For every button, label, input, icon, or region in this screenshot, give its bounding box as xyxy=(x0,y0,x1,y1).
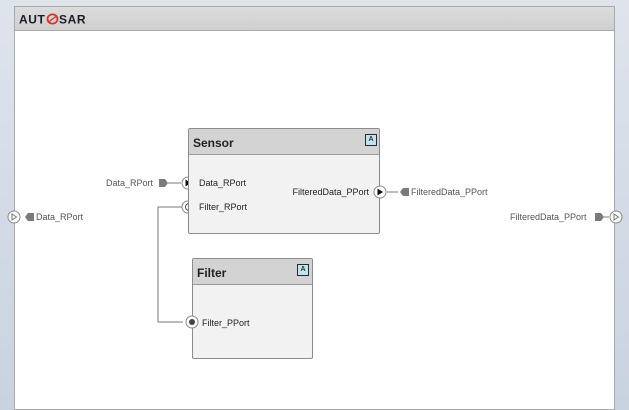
inner-out-stub-icon xyxy=(400,188,409,196)
boundary-out-stub-icon xyxy=(595,213,604,221)
svg-text:AUT: AUT xyxy=(19,13,46,27)
inner-out-port-label[interactable]: FilteredData_PPort xyxy=(411,187,488,197)
sensor-component-title: Sensor xyxy=(193,136,234,150)
filter-server-pport-icon[interactable] xyxy=(185,315,199,329)
svg-text:SAR: SAR xyxy=(59,13,86,27)
sensor-filtereddata-pport-icon[interactable] xyxy=(373,185,387,199)
inner-in-stub-icon xyxy=(159,179,168,187)
sensor-atomic-badge-icon: A xyxy=(365,134,377,146)
filter-component-header: Filter A xyxy=(193,259,312,285)
sensor-port-label-filter-rport: Filter_RPort xyxy=(199,202,248,212)
boundary-in-port-label[interactable]: Data_RPort xyxy=(36,212,84,222)
sensor-port-label-data-rport: Data_RPort xyxy=(199,178,247,188)
autosar-logo-icon: AUT SAR xyxy=(19,13,86,27)
boundary-out-port-label[interactable]: FilteredData_PPort xyxy=(510,212,587,222)
filter-component-title: Filter xyxy=(197,266,227,280)
inner-in-port-label[interactable]: Data_RPort xyxy=(106,178,154,188)
sensor-component[interactable]: Sensor A Data_RPort Filter_RPort Filtere… xyxy=(188,128,380,234)
boundary-in-port-icon[interactable] xyxy=(7,210,21,224)
filter-atomic-badge-icon: A xyxy=(297,264,309,276)
autosar-composition-canvas: AUT SAR xyxy=(14,6,615,410)
client-server-wire xyxy=(157,206,183,323)
filter-port-label-filter-pport: Filter_PPort xyxy=(202,318,250,328)
filter-component[interactable]: Filter A Filter_PPort xyxy=(192,258,313,359)
boundary-in-stub-icon xyxy=(25,213,34,221)
canvas-header: AUT SAR xyxy=(15,7,614,31)
autosar-logo: AUT SAR xyxy=(19,12,115,27)
boundary-out-port-icon[interactable] xyxy=(609,210,623,224)
sensor-port-label-filtereddata-pport: FilteredData_PPort xyxy=(292,187,369,197)
sensor-component-header: Sensor A xyxy=(189,129,379,155)
